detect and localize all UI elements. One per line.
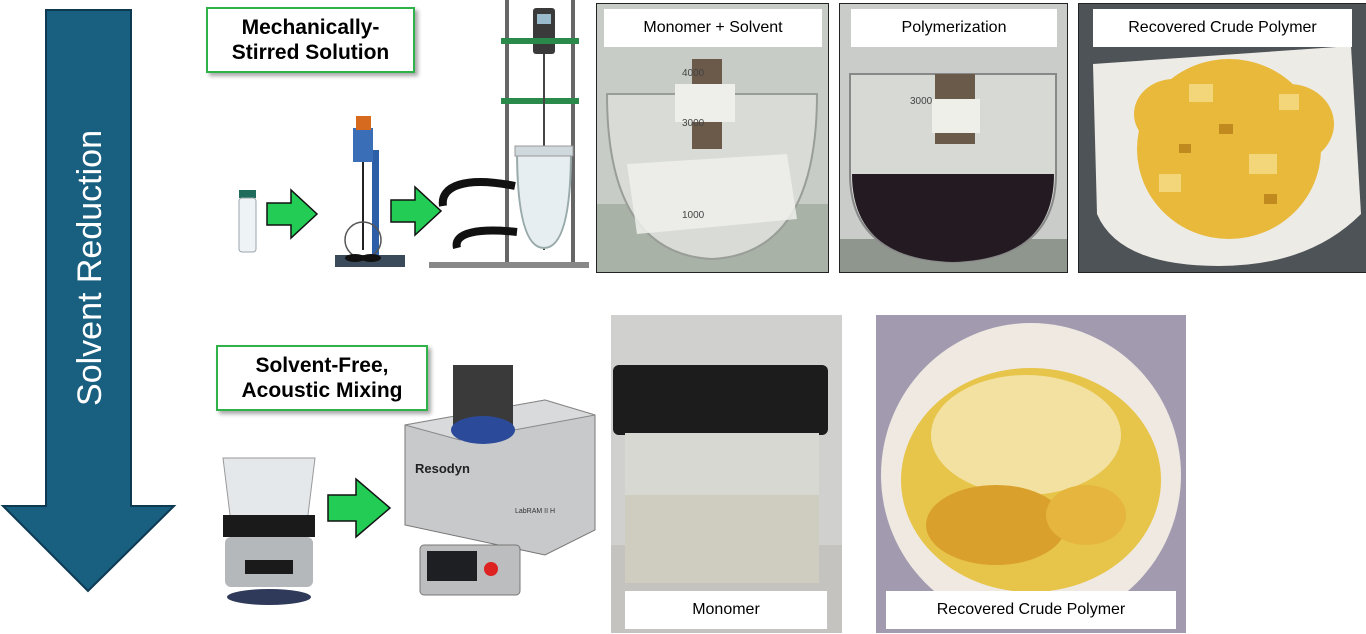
title-line-1: Mechanically- — [241, 16, 380, 39]
labram-mixer-icon: Resodyn LabRAM II H — [404, 365, 596, 596]
overhead-stirrer-icon — [335, 116, 405, 267]
caption: Recovered Crude Polymer — [1093, 9, 1352, 47]
stirred-workflow-illustration — [238, 0, 589, 268]
dark-polymer-image: 3000 — [840, 4, 1067, 272]
title-line-2: Stirred Solution — [231, 41, 390, 64]
reactor-glass-image: 4000 3000 1000 — [597, 4, 828, 272]
vial-icon — [238, 190, 257, 253]
title-mechanically-stirred: Mechanically- Stirred Solution — [206, 7, 415, 73]
caption: Recovered Crude Polymer — [886, 591, 1176, 629]
title-line-2: Acoustic Mixing — [241, 379, 403, 402]
caption: Monomer — [625, 591, 827, 629]
monomer-jar-image — [611, 315, 842, 633]
device-model: LabRAM II H — [515, 508, 555, 515]
flow-arrow-3 — [327, 477, 392, 539]
svg-text:4000: 4000 — [682, 68, 705, 79]
photo-polymerization: 3000 Polymerization — [839, 3, 1068, 273]
caption: Polymerization — [851, 9, 1057, 47]
polymer-cup-image — [876, 315, 1186, 633]
photo-monomer: Monomer — [611, 315, 842, 633]
svg-text:1000: 1000 — [682, 210, 705, 221]
title-solvent-free-acoustic: Solvent-Free, Acoustic Mixing — [216, 345, 428, 411]
crumbled-polymer-image — [1079, 4, 1366, 272]
photo-monomer-solvent: 4000 3000 1000 Monomer + Solvent — [596, 3, 829, 273]
photo-recovered-polymer-top: Recovered Crude Polymer — [1078, 3, 1366, 273]
caption: Monomer + Solvent — [604, 9, 822, 47]
arrow-label: Solvent Reduction — [71, 130, 109, 406]
acoustic-workflow-illustration: Resodyn LabRAM II H — [222, 365, 596, 605]
photo-recovered-polymer-bottom: Recovered Crude Polymer — [876, 315, 1186, 633]
svg-text:3000: 3000 — [910, 96, 933, 107]
flow-arrow-2 — [390, 185, 443, 237]
acoustic-vessel-icon — [222, 457, 316, 605]
jacketed-reactor-icon — [429, 0, 589, 268]
title-line-1: Solvent-Free, — [255, 354, 389, 377]
flow-arrow-1 — [266, 188, 319, 240]
device-brand: Resodyn — [415, 461, 470, 476]
solvent-reduction-arrow: Solvent Reduction — [0, 9, 177, 593]
svg-text:3000: 3000 — [682, 118, 705, 129]
